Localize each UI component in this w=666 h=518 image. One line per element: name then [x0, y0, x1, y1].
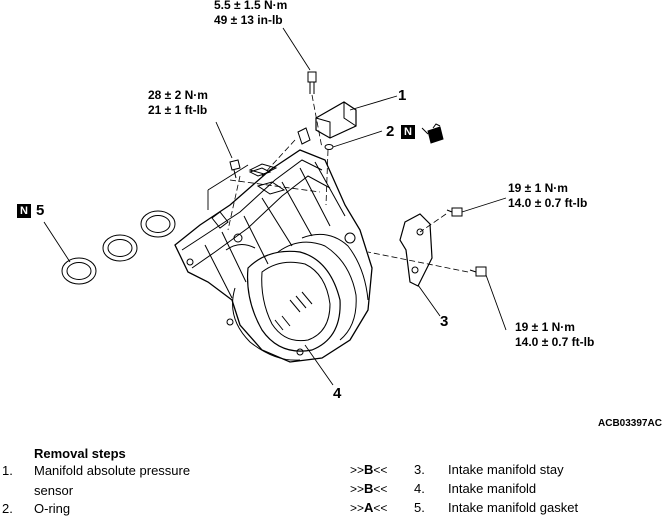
callout-2: 2: [386, 123, 395, 140]
step-text: Manifold absolute pressure: [34, 463, 191, 478]
removal-step-4: >>B<< 4. Intake manifold: [350, 479, 666, 498]
removal-steps-title: Removal steps: [34, 446, 126, 461]
callout-3: 3: [440, 313, 449, 330]
torque-value-nm: 19 ± 1 N·m: [508, 181, 568, 195]
torque-value-imperial: 21 ± 1 ft-lb: [148, 103, 208, 117]
service-point-mark: >>B<<: [350, 481, 388, 496]
non-reusable-badge-2: N: [401, 125, 415, 139]
torque-spec-stay-bolt-lower: 19 ± 1 N·m 14.0 ± 0.7 ft-lb: [515, 320, 594, 350]
service-point-mark: >>B<<: [350, 462, 388, 477]
service-point-mark: >>A<<: [350, 500, 388, 515]
o-ring-illustration: [324, 144, 334, 150]
removal-step-1: 1. Manifold absolute pressure sensor: [2, 461, 302, 501]
bolt-illustrations: [229, 71, 487, 277]
step-text: Intake manifold: [448, 481, 537, 496]
oil-can-icon: [421, 123, 444, 144]
step-number: 3.: [414, 462, 425, 477]
intake-manifold-gasket-illustration: [61, 210, 176, 285]
removal-step-5: >>A<< 5. Intake manifold gasket: [350, 498, 666, 517]
step-number: 4.: [414, 481, 425, 496]
center-lines: [227, 94, 469, 273]
torque-value-nm: 5.5 ± 1.5 N·m: [214, 0, 288, 12]
removal-step-2: 2. O-ring: [2, 499, 302, 518]
step-number: 5.: [414, 500, 425, 515]
callout-5: 5: [36, 202, 45, 219]
callout-1: 1: [398, 87, 407, 104]
torque-value-imperial: 14.0 ± 0.7 ft-lb: [515, 335, 595, 349]
callout-4: 4: [333, 385, 342, 402]
step-text: O-ring: [34, 501, 71, 516]
torque-spec-stay-bolt-upper: 19 ± 1 N·m 14.0 ± 0.7 ft-lb: [508, 181, 587, 211]
torque-value-imperial: 14.0 ± 0.7 ft-lb: [508, 196, 588, 210]
non-reusable-badge-5: N: [17, 204, 31, 218]
torque-spec-manifold-bolt: 28 ± 2 N·m 21 ± 1 ft-lb: [148, 88, 208, 118]
step-text: Intake manifold stay: [448, 462, 564, 477]
intake-manifold-stay-illustration: [399, 213, 433, 287]
map-sensor-illustration: [297, 101, 357, 145]
step-text: Intake manifold gasket: [448, 500, 579, 515]
torque-value-nm: 19 ± 1 N·m: [515, 320, 575, 334]
torque-value-imperial: 49 ± 13 in-lb: [214, 13, 283, 27]
intake-manifold-illustration: [174, 149, 373, 363]
step-number: 1.: [2, 463, 13, 478]
exploded-view-diagram: [43, 27, 507, 386]
step-number: 2.: [2, 501, 13, 516]
torque-spec-sensor-bolt: 5.5 ± 1.5 N·m 49 ± 13 in-lb: [214, 0, 287, 28]
step-text-continued: sensor: [34, 483, 74, 498]
torque-value-nm: 28 ± 2 N·m: [148, 88, 208, 102]
leader-lines: [43, 27, 507, 386]
figure-code: ACB03397AC: [598, 418, 662, 429]
removal-step-3: >>B<< 3. Intake manifold stay: [350, 460, 666, 479]
